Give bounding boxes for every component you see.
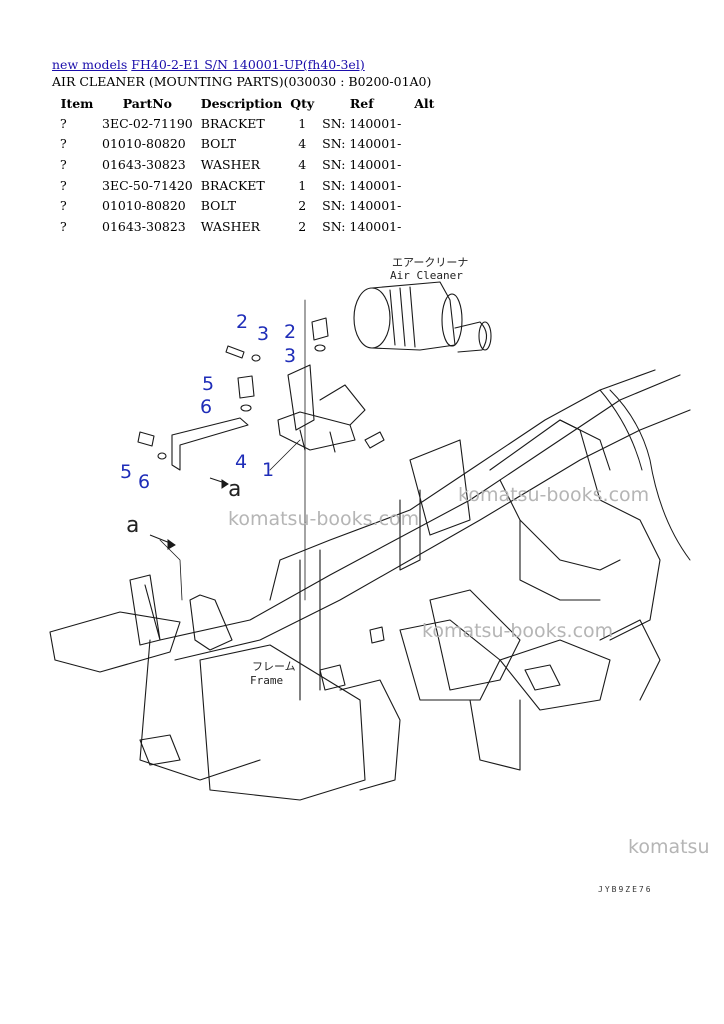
table-row: ? 01643-30823 WASHER 4 SN: 140001- bbox=[52, 154, 443, 175]
view-arrows bbox=[149, 477, 229, 550]
cell-ref: SN: 140001- bbox=[322, 218, 402, 234]
callout-2: 2 bbox=[236, 311, 248, 333]
cell-ref: SN: 140001- bbox=[322, 136, 402, 152]
cell-item: ? bbox=[60, 136, 67, 152]
cell-alt bbox=[405, 113, 443, 134]
cell-qty: 1 bbox=[298, 177, 307, 193]
cell-alt bbox=[405, 175, 443, 196]
cell-item: ? bbox=[60, 177, 67, 193]
table-row: ? 01010-80820 BOLT 4 SN: 140001- bbox=[52, 134, 443, 155]
cell-alt bbox=[405, 195, 443, 216]
cell-qty: 4 bbox=[298, 156, 307, 172]
callout-6: 6 bbox=[138, 471, 150, 493]
callout-5: 5 bbox=[202, 373, 214, 395]
frame-label-jp: フレーム bbox=[252, 660, 296, 673]
cell-description: WASHER bbox=[200, 218, 261, 234]
page-title: AIR CLEANER (MOUNTING PARTS)(030030 : B0… bbox=[52, 74, 432, 89]
callout-4: 4 bbox=[235, 451, 247, 473]
page-header: new models FH40-2-E1 S/N 140001-UP(fh40-… bbox=[52, 56, 431, 90]
cell-ref: SN: 140001- bbox=[322, 115, 402, 131]
parts-table: Item PartNo Description Qty Ref Alt ? 3E… bbox=[52, 93, 443, 237]
cell-partno: 01643-30823 bbox=[102, 218, 186, 234]
cell-partno: 01010-80820 bbox=[102, 136, 186, 152]
table-header-row: Item PartNo Description Qty Ref Alt bbox=[52, 93, 443, 113]
watermark: komatsu-books.com bbox=[458, 484, 650, 506]
parts-diagram: a a エアークリーナ Air Cleaner フレーム Frame 2 3 2… bbox=[49, 256, 691, 801]
air-cleaner-label-jp: エアークリーナ bbox=[392, 256, 468, 269]
view-mark-a: a bbox=[228, 477, 241, 502]
link-model-serial[interactable]: FH40-2-E1 S/N 140001-UP(fh40-3el) bbox=[131, 57, 365, 72]
frame-line-art bbox=[49, 281, 691, 801]
cell-partno: 01643-30823 bbox=[102, 156, 186, 172]
cell-qty: 2 bbox=[298, 218, 307, 234]
cell-ref: SN: 140001- bbox=[322, 198, 402, 214]
view-mark-a: a bbox=[126, 513, 139, 538]
cell-partno: 3EC-02-71190 bbox=[102, 115, 193, 131]
cell-qty: 1 bbox=[298, 115, 307, 131]
cell-description: BOLT bbox=[200, 136, 237, 152]
table-row: ? 01010-80820 BOLT 2 SN: 140001- bbox=[52, 195, 443, 216]
drawing-code: JYB9ZE76 bbox=[598, 885, 653, 894]
cell-qty: 4 bbox=[298, 136, 307, 152]
cell-qty: 2 bbox=[298, 198, 307, 214]
col-header-description: Description bbox=[200, 95, 283, 111]
cell-alt bbox=[405, 216, 443, 237]
cell-partno: 01010-80820 bbox=[102, 198, 186, 214]
callout-1: 1 bbox=[262, 459, 274, 481]
col-header-ref: Ref bbox=[349, 95, 374, 111]
cell-item: ? bbox=[60, 115, 67, 131]
cell-description: BRACKET bbox=[200, 115, 265, 131]
cell-alt bbox=[405, 154, 443, 175]
cell-description: BOLT bbox=[200, 198, 237, 214]
col-header-alt: Alt bbox=[414, 95, 435, 111]
air-cleaner-label-en: Air Cleaner bbox=[390, 269, 463, 282]
cell-partno: 3EC-50-71420 bbox=[102, 177, 193, 193]
watermark: komatsu-books.com bbox=[422, 620, 614, 642]
frame-label-en: Frame bbox=[250, 674, 283, 687]
callout-6: 6 bbox=[200, 396, 212, 418]
watermark: komatsu bbox=[628, 836, 710, 858]
cell-description: BRACKET bbox=[200, 177, 265, 193]
cell-item: ? bbox=[60, 198, 67, 214]
cell-ref: SN: 140001- bbox=[322, 156, 402, 172]
col-header-partno: PartNo bbox=[122, 95, 173, 111]
table-row: ? 3EC-02-71190 BRACKET 1 SN: 140001- bbox=[52, 113, 443, 134]
col-header-qty: Qty bbox=[290, 95, 315, 111]
callout-3: 3 bbox=[284, 345, 296, 367]
cell-alt bbox=[405, 134, 443, 155]
link-new-models[interactable]: new models bbox=[52, 57, 128, 72]
cell-description: WASHER bbox=[200, 156, 261, 172]
callout-2: 2 bbox=[284, 321, 296, 343]
table-row: ? 3EC-50-71420 BRACKET 1 SN: 140001- bbox=[52, 175, 443, 196]
cell-ref: SN: 140001- bbox=[322, 177, 402, 193]
callout-5: 5 bbox=[120, 461, 132, 483]
table-row: ? 01643-30823 WASHER 2 SN: 140001- bbox=[52, 216, 443, 237]
cell-item: ? bbox=[60, 218, 67, 234]
callout-3: 3 bbox=[257, 323, 269, 345]
watermark: komatsu-books.com bbox=[228, 508, 420, 530]
cell-item: ? bbox=[60, 156, 67, 172]
col-header-item: Item bbox=[60, 95, 94, 111]
